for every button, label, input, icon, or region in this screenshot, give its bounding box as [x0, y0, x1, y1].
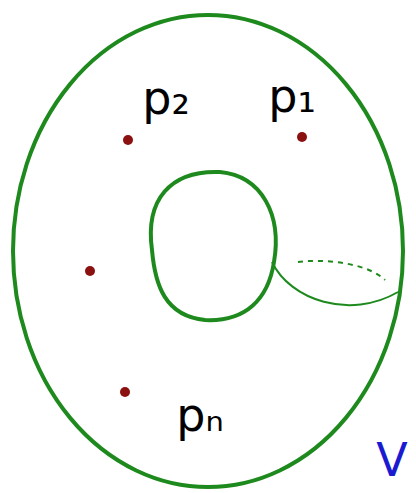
point-label: pₙ	[176, 392, 224, 438]
point	[120, 387, 130, 397]
tube-meridian-hidden	[298, 261, 385, 280]
torus-hole	[151, 172, 276, 320]
torus-outline	[13, 15, 403, 487]
point	[297, 132, 307, 142]
point	[123, 135, 133, 145]
tube-meridian	[272, 262, 398, 305]
point-label: p₂	[142, 75, 190, 121]
surface-label: V	[376, 437, 407, 483]
point	[85, 266, 95, 276]
point-label: p₁	[268, 73, 316, 119]
